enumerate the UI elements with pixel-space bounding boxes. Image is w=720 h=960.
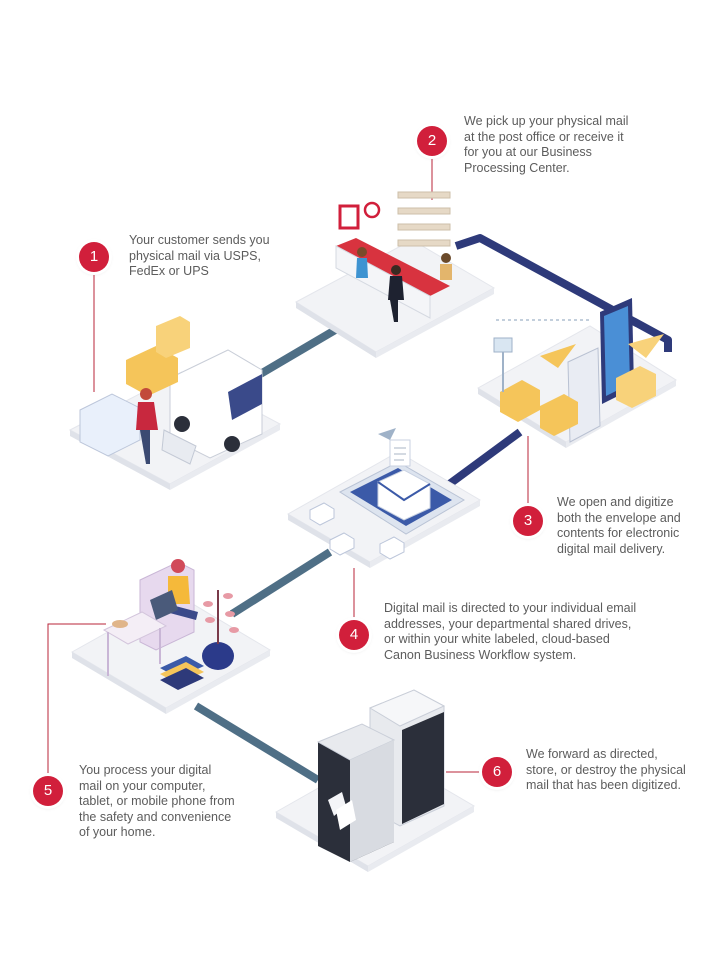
- step-1-line-3: FedEx or UPS: [129, 264, 209, 278]
- platform-step-2: [295, 191, 496, 358]
- connector-3-4: [441, 428, 523, 492]
- step-3-line-2: both the envelope and: [557, 510, 681, 525]
- platform-step-4: [286, 439, 482, 568]
- step-6-line-1: We forward as directed,: [526, 747, 658, 761]
- step-6-line-3: mail that has been digitized.: [526, 778, 681, 792]
- step-2-text: We pick up your physical mail at the pos…: [464, 114, 628, 176]
- platform-step-1: [68, 316, 282, 490]
- connector-2-3: [454, 234, 672, 352]
- step-1-text: Your customer sends you physical mail vi…: [129, 233, 270, 280]
- step-2-line-3: for you at our Business: [464, 145, 592, 159]
- step-6-line-2: store, or destroy the physical: [526, 762, 686, 777]
- step-5-badge: 5: [33, 776, 63, 806]
- step-5-line-1: You process your digital: [79, 763, 212, 777]
- step-4-line-2: addresses, your departmental shared driv…: [384, 616, 632, 631]
- leader-lines: [47, 156, 529, 776]
- step-1-line-2: physical mail via USPS,: [129, 248, 261, 263]
- step-1-line-1: Your customer sends you: [129, 233, 270, 247]
- step-4-line-3: or within your white labeled, cloud-base…: [384, 632, 610, 646]
- platform-step-6: [274, 689, 476, 872]
- connector-4-5: [229, 548, 333, 618]
- floating-doc: [378, 428, 396, 440]
- step-4-badge: 4: [339, 620, 369, 650]
- step-2-line-1: We pick up your physical mail: [464, 114, 629, 128]
- step-4-line-1: Digital mail is directed to your individ…: [384, 601, 637, 615]
- step-3-badge: 3: [513, 506, 543, 536]
- step-2-line-4: Processing Center.: [464, 160, 570, 175]
- step-5-line-5: of your home.: [79, 825, 156, 839]
- step-2-line-2: at the post office or receive it: [464, 129, 624, 144]
- platform-step-3: [477, 298, 677, 448]
- step-3-line-3: contents for electronic: [557, 526, 680, 540]
- platform-step-5: [70, 559, 272, 714]
- step-5-line-2: mail on your computer,: [79, 778, 206, 793]
- step-4-line-4: Canon Business Workflow system.: [384, 647, 577, 662]
- step-5-text: You process your digital mail on your co…: [79, 763, 235, 841]
- step-3-line-4: digital mail delivery.: [557, 541, 666, 556]
- step-5-line-3: tablet, or mobile phone from: [79, 794, 235, 808]
- step-2-badge: 2: [417, 126, 447, 156]
- step-3-line-1: We open and digitize: [557, 495, 674, 509]
- connectors: [193, 234, 672, 784]
- leader-5: [47, 623, 106, 776]
- step-4-text: Digital mail is directed to your individ…: [384, 601, 636, 663]
- connector-5-6: [193, 702, 321, 784]
- step-6-text: We forward as directed, store, or destro…: [526, 747, 686, 794]
- step-5-line-4: the safety and convenience: [79, 809, 232, 824]
- step-1-badge: 1: [79, 242, 109, 272]
- step-6-badge: 6: [482, 757, 512, 787]
- step-3-text: We open and digitize both the envelope a…: [557, 495, 681, 557]
